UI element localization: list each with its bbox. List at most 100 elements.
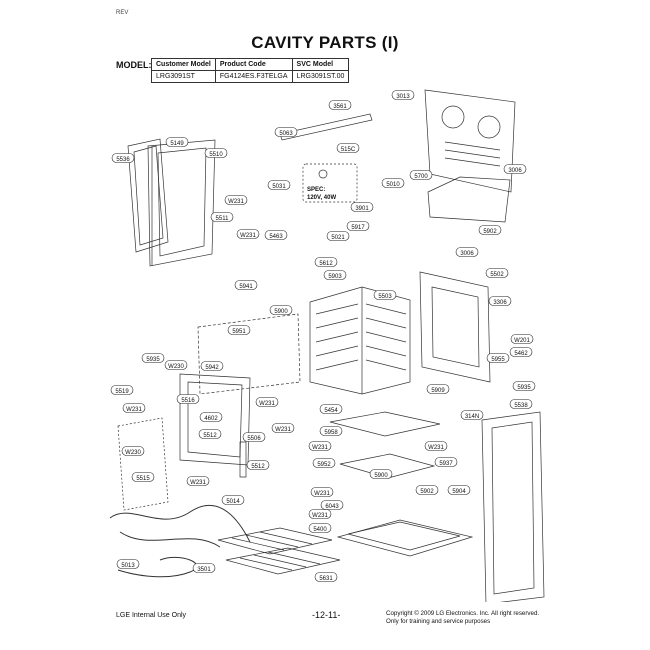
part-callout: 3006 — [503, 164, 527, 174]
part-callout: W231 — [255, 397, 279, 407]
callout-outline — [131, 472, 155, 482]
callout-label: W231 — [428, 445, 444, 451]
callout-outline — [434, 457, 458, 467]
callout-outline — [234, 280, 258, 290]
model-label: MODEL: — [116, 60, 152, 70]
part-callout: 5010 — [381, 178, 405, 188]
callout-outline — [308, 441, 332, 451]
exploded-parts-diagram: SPEC: 120V, 40W 356130135063515C51495536… — [109, 89, 545, 602]
part-callout: 5935 — [512, 381, 536, 391]
callout-label: 5538 — [514, 403, 528, 409]
callout-outline — [350, 202, 374, 212]
callout-label: 5958 — [324, 430, 338, 436]
callout-label: 5935 — [517, 385, 531, 391]
callout-outline — [267, 180, 291, 190]
callout-label: 5462 — [514, 351, 528, 357]
callout-label: 3561 — [333, 104, 347, 110]
oven-rack — [217, 527, 341, 575]
model-table-cell: LRG3091ST.00 — [291, 70, 350, 83]
rear-panel — [424, 89, 516, 193]
part-callout: 5942 — [200, 361, 224, 371]
callout-outline — [320, 500, 344, 510]
part-callout: 5902 — [478, 225, 502, 235]
callout-outline — [510, 334, 534, 344]
part-callout: 5502 — [485, 268, 509, 278]
part-callout: 5952 — [312, 458, 336, 468]
model-table-cell: FG4124ES.F3TELGA — [214, 70, 293, 83]
part-callout: 5902 — [415, 485, 439, 495]
callout-outline — [242, 432, 266, 442]
callout-label: 5512 — [251, 464, 265, 470]
part-callout: W231 — [424, 441, 448, 451]
callout-label: 3901 — [355, 206, 369, 212]
callout-label: W201 — [514, 338, 530, 344]
callout-outline — [512, 381, 536, 391]
part-callout: 5503 — [373, 290, 397, 300]
model-table: Customer Model Product Code SVC Model LR… — [151, 58, 350, 83]
callout-label: 5010 — [386, 182, 400, 188]
callout-label: 5942 — [205, 365, 219, 371]
callout-outline — [373, 290, 397, 300]
callout-label: 5516 — [181, 398, 195, 404]
callout-outline — [314, 257, 338, 267]
part-callout: W231 — [122, 403, 146, 413]
callout-label: 5937 — [439, 461, 453, 467]
callout-outline — [509, 347, 533, 357]
part-callout: 5149 — [165, 137, 189, 147]
part-callout: 5515 — [131, 472, 155, 482]
part-callout: 5937 — [434, 457, 458, 467]
callout-outline — [221, 495, 245, 505]
callout-outline — [116, 559, 140, 569]
side-door-right — [481, 411, 545, 602]
callout-outline — [227, 325, 251, 335]
part-callout: 5063 — [274, 127, 298, 137]
callout-outline — [269, 305, 293, 315]
callout-outline — [110, 385, 134, 395]
callout-label: 5510 — [209, 152, 223, 158]
model-table-row: LRG3091ST FG4124ES.F3TELGA LRG3091ST.00 — [151, 70, 350, 83]
callout-label: W230 — [168, 364, 184, 370]
callout-label: 5014 — [226, 499, 240, 505]
callout-label: 5903 — [328, 274, 342, 280]
part-callout: 5904 — [447, 485, 471, 495]
part-callout: 5512 — [246, 460, 270, 470]
callout-label: 5454 — [324, 408, 338, 414]
part-callout: W231 — [308, 509, 332, 519]
part-callout: 3501 — [192, 563, 216, 573]
trim-strip — [239, 441, 247, 478]
footer-internal-note: LGE Internal Use Only — [116, 612, 187, 619]
callout-outline — [409, 170, 433, 180]
callout-label: 5909 — [431, 388, 445, 394]
callout-label: 5935 — [146, 357, 160, 363]
part-callout: 5909 — [426, 384, 450, 394]
callout-label: 5463 — [269, 234, 283, 240]
part-callout: 5014 — [221, 495, 245, 505]
part-callout: W231 — [236, 229, 260, 239]
callout-outline — [460, 410, 484, 420]
part-callout: 3901 — [350, 202, 374, 212]
callout-outline — [264, 230, 288, 240]
part-callout: 5631 — [314, 572, 338, 582]
part-callout: 3561 — [328, 100, 352, 110]
upper-element — [427, 176, 511, 223]
callout-label: 3006 — [508, 168, 522, 174]
callout-label: 5902 — [483, 229, 497, 235]
part-callout: 5511 — [210, 212, 234, 222]
callout-label: 5917 — [351, 225, 365, 231]
callout-label: 314N — [465, 414, 479, 420]
model-table-header-row: Customer Model Product Code SVC Model — [151, 58, 350, 71]
spec-box-group: SPEC: 120V, 40W — [302, 163, 358, 203]
callout-label: 5515 — [136, 476, 150, 482]
wire-harness — [109, 505, 251, 548]
part-callout: 5013 — [116, 559, 140, 569]
part-callout: 5519 — [110, 385, 134, 395]
callout-label: 5063 — [279, 131, 293, 137]
callout-outline — [319, 404, 343, 414]
callout-outline — [121, 446, 145, 456]
callout-label: 5900 — [374, 473, 388, 479]
callout-outline — [271, 423, 295, 433]
callout-outline — [122, 403, 146, 413]
part-callout: 5941 — [234, 280, 258, 290]
spec-line1: SPEC: — [307, 187, 325, 193]
callout-outline — [164, 360, 188, 370]
